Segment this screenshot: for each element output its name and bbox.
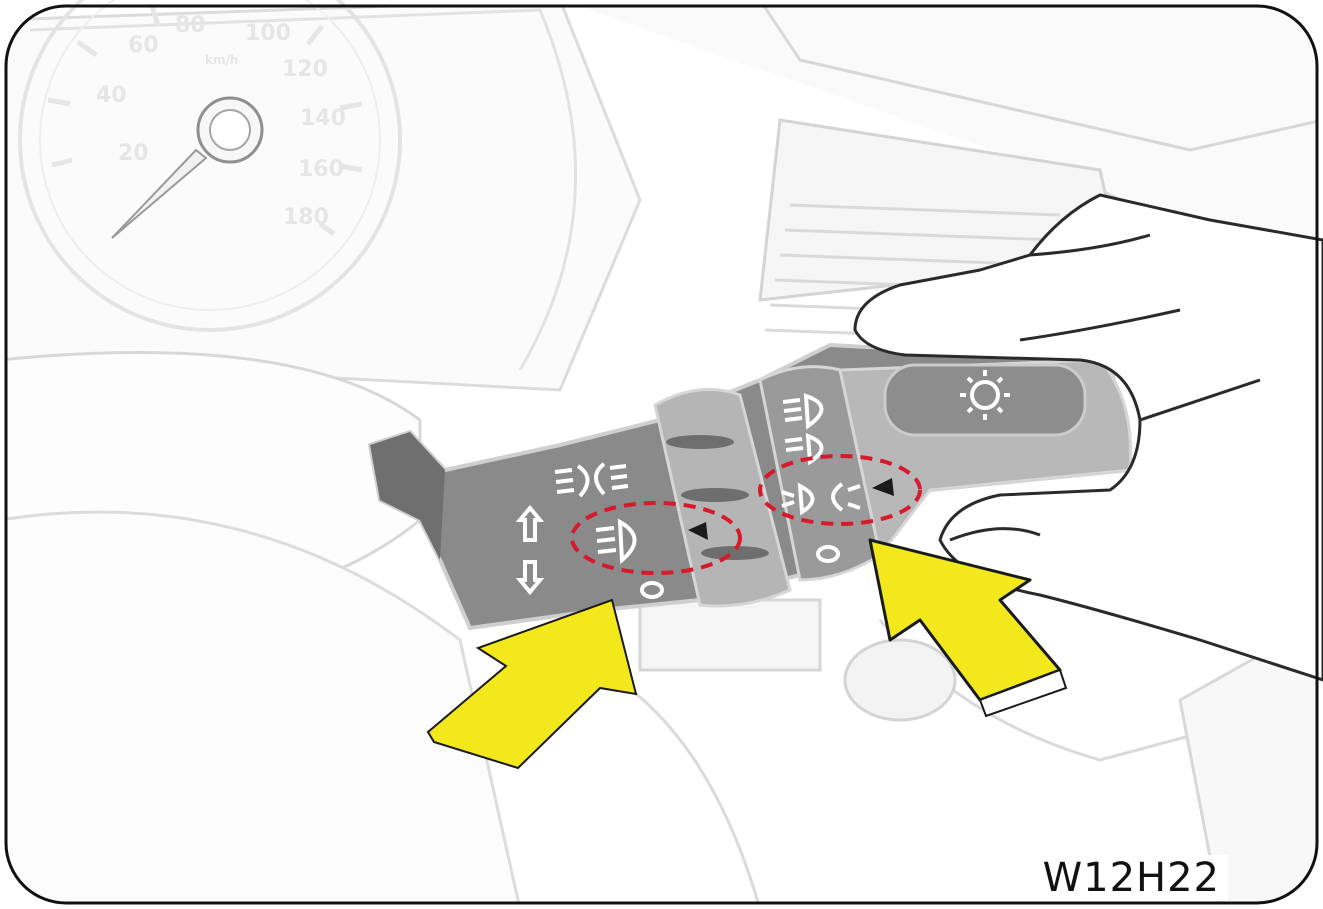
front-rear-fog-lamp-icon [554,462,629,498]
speed-mark-100: 100 [245,21,291,46]
highlight-lamp-position [758,454,922,526]
headlamp-low-beam-icon [782,393,824,466]
light-switch-lever [367,342,1133,631]
speed-mark-40: 40 [96,83,127,108]
speed-mark-140: 140 [300,106,346,131]
side-lamp-icon [781,482,861,516]
speed-mark-20: 20 [118,141,149,166]
triangle-pointer-icon-2 [872,478,894,496]
speedometer: 20 40 60 80 100 120 140 160 180 km/h [18,0,402,332]
indicator-arrow-left [426,598,638,770]
speed-mark-60: 60 [128,33,159,58]
speed-needle [111,96,264,239]
rear-fog-lamp-icon [595,518,637,565]
flash-button[interactable] [883,363,1087,437]
figure-code: W12H22 [1034,855,1228,901]
driver-hand [853,193,1323,682]
speed-mark-120: 120 [282,57,328,82]
triangle-pointer-icon [688,522,708,540]
speed-mark-160: 160 [298,157,344,182]
up-down-arrow-icon [515,504,545,596]
speed-ticks [47,5,363,237]
speed-unit: km/h [205,53,238,67]
highlight-rear-fog [570,501,742,575]
off-mark-ring [640,545,840,599]
lever-base [370,432,445,560]
indicator-arrow-right [868,538,1068,718]
speed-mark-80: 80 [175,13,206,38]
sun-lamp-icon [960,370,1010,420]
ring-grips [666,435,769,560]
figure-border [4,4,1319,905]
